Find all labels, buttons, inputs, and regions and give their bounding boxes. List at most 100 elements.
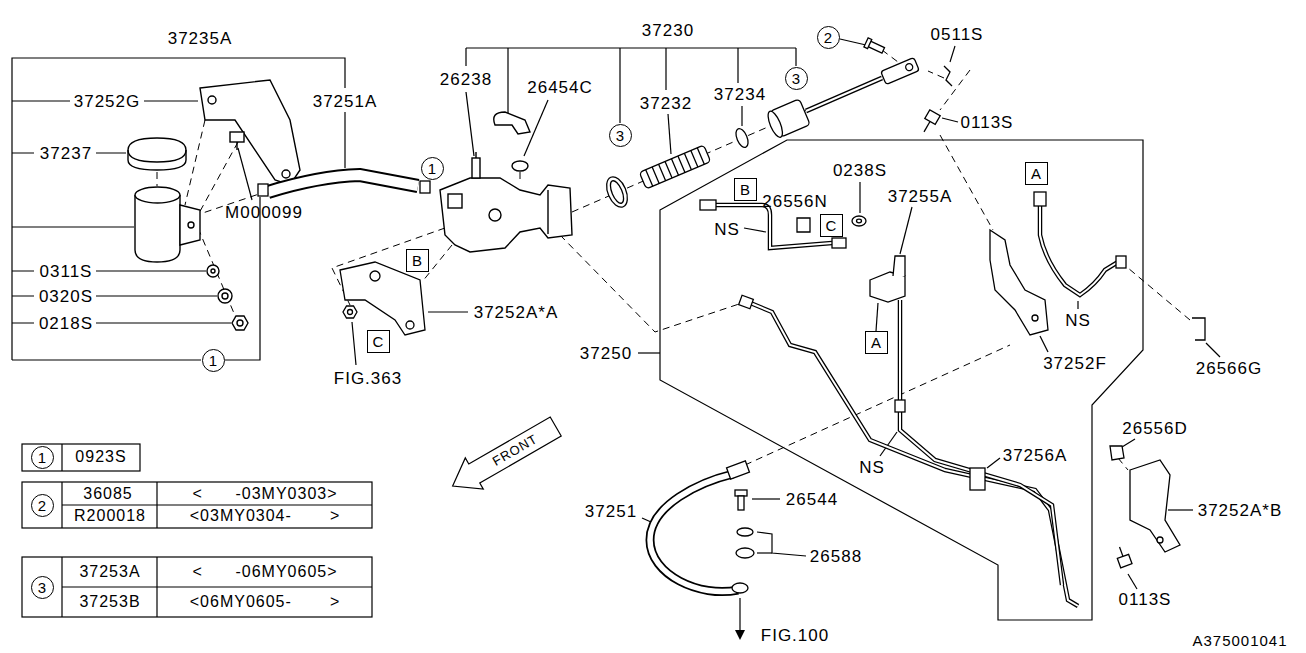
table-grid [22,444,140,471]
bracket-part [1157,537,1163,543]
washer-part [207,265,248,330]
washer-part [232,316,248,330]
piston-part [639,145,710,189]
connector-part [1192,318,1205,340]
part-number: 37232 [640,95,692,112]
leader-line [225,197,260,360]
reference-arrow [739,598,740,632]
reservoir-part [180,205,200,245]
clevis-part [881,58,920,85]
brake-pipe [900,300,1062,585]
pipe-fitting [895,400,905,412]
flexible-hose [650,474,738,592]
leader-line [859,182,860,213]
ns-note: NS [1065,312,1091,329]
part-number: 26238 [440,71,492,88]
brake-pipe [748,302,1078,606]
bracket-part [1130,460,1180,552]
callout-circle: 3 [785,67,808,90]
flexible-hose [650,474,738,592]
washer-part [211,269,215,273]
bracket-part [406,321,414,329]
direction-label: FRONT [490,432,540,468]
piston-part [646,148,705,186]
reservoir-part [128,150,186,162]
assembly-line [1118,458,1128,470]
leader-line [466,92,474,156]
part-number: 37235A [168,30,233,47]
pipe-fitting [1116,256,1126,268]
clevis-part [881,58,920,85]
pipe-fitting [832,238,846,248]
bracket-part [348,310,353,315]
reference-arrow [735,598,745,640]
master-cylinder [448,194,462,208]
washer-part [207,265,219,277]
figure-reference: FIG.363 [334,370,402,387]
brake-pipe [1040,206,1118,295]
callout-text: 1 [209,353,217,368]
master-cylinder [440,178,572,252]
hose-fitting [735,490,747,496]
bracket-part [1120,547,1123,556]
callout-text: C [373,334,384,349]
hose-clip [420,181,430,193]
callout-text: A [1031,166,1041,181]
figure-reference: FIG.100 [761,627,829,644]
clevis-part [919,110,940,135]
assembly-line [157,50,1190,470]
callout-circle: 1 [31,446,54,469]
hose-fitting [727,461,750,479]
leader-line [1128,574,1137,589]
callout-text: B [412,253,422,268]
leader-line [757,552,772,553]
leader-line [12,101,231,323]
piston-part [733,127,750,149]
clevis-part [925,110,940,125]
hose-part [268,175,418,192]
reservoir-part [128,138,186,170]
master-cylinder [512,161,528,171]
callout-circle: 1 [421,157,444,180]
leader-line [12,58,345,360]
table-grid [61,444,62,471]
callout-text: 2 [824,30,832,45]
master-cylinder [475,152,476,158]
push-rod [806,78,882,111]
leader-line [900,207,912,254]
hose-part [268,175,418,192]
leader-line [1122,439,1135,447]
leader-line [1077,301,1078,309]
callout-circle: 3 [31,576,54,599]
table-cell: < -06MY0605> [192,564,337,580]
part-number: 0113S [961,114,1014,131]
table-grid [22,444,372,617]
front-arrow [444,411,565,502]
part-number: 26566G [1196,360,1263,377]
piston-part [733,127,750,149]
table-cell: <06MY0605- > [190,594,341,610]
reference-box: A [865,331,888,354]
callout-circle: 2 [817,26,840,49]
leader-line [741,106,742,126]
brake-pipe [900,300,1062,585]
part-number: 37255A [888,188,953,205]
reservoir-part [135,195,180,262]
assembly-line [882,50,898,62]
bracket-part [1114,545,1132,568]
leader-line [12,359,201,360]
hose-fitting [727,461,750,479]
leader-line [752,498,780,499]
clevis-part [864,38,885,55]
master-cylinder [440,112,572,252]
front-arrow [444,411,565,502]
part-number: 26544 [786,491,838,508]
table-cell: 37253A [79,564,140,580]
leader-line [12,39,1220,589]
reservoir-part [135,187,180,203]
clevis-part [864,38,952,135]
pipe-fitting [739,295,754,309]
connector-part [857,219,862,223]
assembly-line [940,70,970,110]
